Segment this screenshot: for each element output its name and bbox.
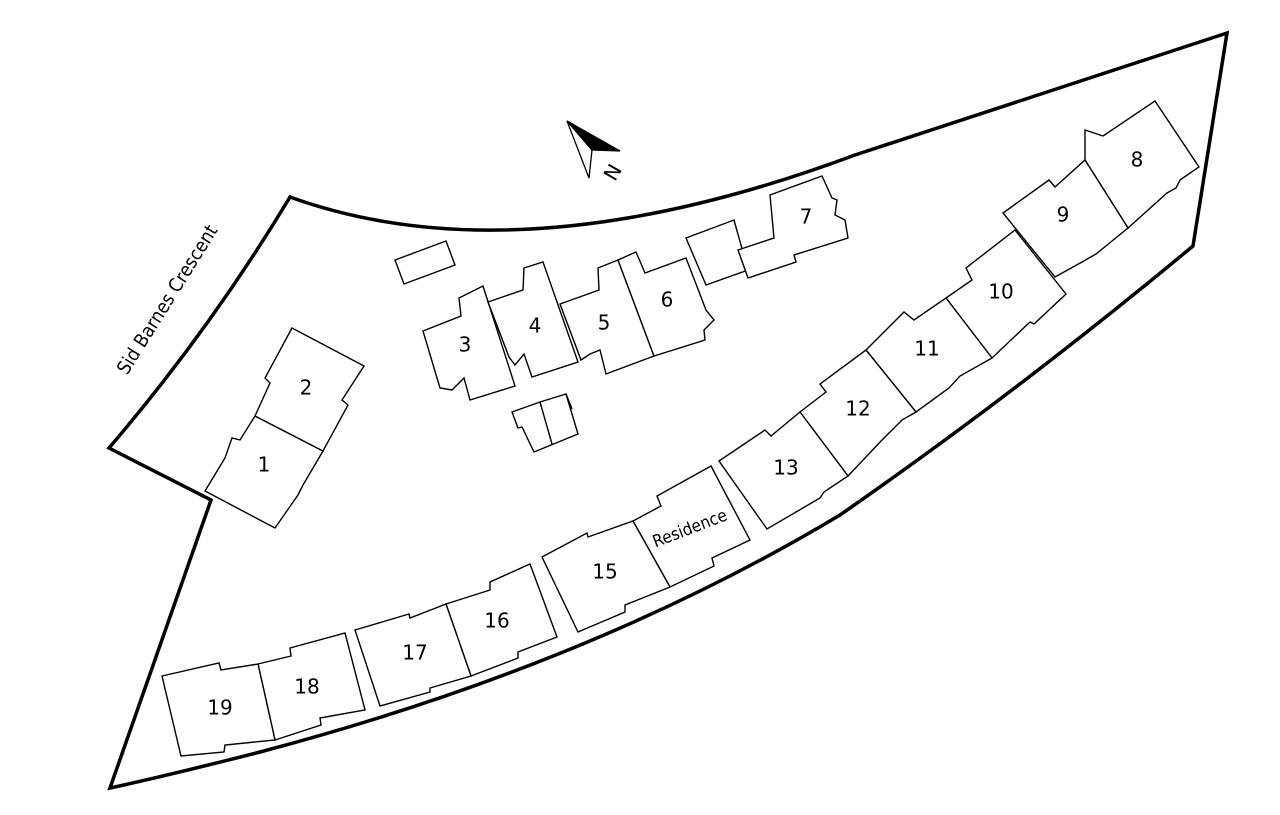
unit-15[interactable]: 15 — [541, 520, 672, 633]
unit-label: 7 — [800, 205, 813, 229]
site-boundary — [106, 30, 1230, 791]
unit-17[interactable]: 17 — [354, 603, 472, 707]
unit-4[interactable]: 4 — [487, 261, 579, 378]
unit-label: 5 — [598, 311, 611, 335]
unit-7[interactable]: 7 — [737, 175, 849, 279]
unit-label: 17 — [402, 641, 427, 665]
unit-label: 4 — [529, 314, 542, 338]
unit-label: 10 — [988, 280, 1013, 304]
shed — [394, 240, 456, 285]
unit-1[interactable]: 1 — [204, 415, 324, 529]
north-label: N — [599, 160, 627, 185]
unit-residence[interactable]: Residence — [632, 465, 751, 588]
unit-label: 16 — [484, 609, 509, 633]
unit-8[interactable]: 8 — [1084, 100, 1200, 230]
unit-label: 13 — [773, 456, 798, 480]
street-name-label: Sid Barnes Crescent — [113, 221, 223, 379]
unit-12[interactable]: 12 — [799, 349, 918, 478]
unit-3[interactable]: 3 — [422, 285, 516, 401]
unit-16[interactable]: 16 — [445, 563, 558, 677]
unit-label: 3 — [459, 333, 472, 357]
unit-label: 2 — [300, 376, 313, 400]
unit-label: 15 — [592, 560, 617, 584]
unit-19[interactable]: 19 — [161, 662, 276, 757]
unit-13[interactable]: 13 — [718, 410, 850, 530]
unit-label: 19 — [207, 696, 232, 720]
north-arrow: N — [566, 120, 627, 185]
unit-6[interactable]: 6 — [617, 251, 715, 357]
unit-label: 6 — [661, 288, 674, 312]
unit-label: 1 — [258, 453, 271, 477]
unit-label: 8 — [1131, 148, 1144, 172]
outbuilding — [511, 393, 579, 453]
unit-11[interactable]: 11 — [865, 297, 994, 413]
unit-10[interactable]: 10 — [944, 229, 1067, 360]
unit-label: 12 — [845, 397, 870, 421]
unit-label: 11 — [914, 337, 939, 361]
unit-9[interactable]: 9 — [1001, 158, 1129, 278]
unit-18[interactable]: 18 — [257, 632, 366, 741]
unit-label: 9 — [1057, 203, 1070, 227]
unit-2[interactable]: 2 — [254, 327, 366, 452]
unit-label: 18 — [294, 675, 319, 699]
unit-5[interactable]: 5 — [559, 259, 655, 375]
